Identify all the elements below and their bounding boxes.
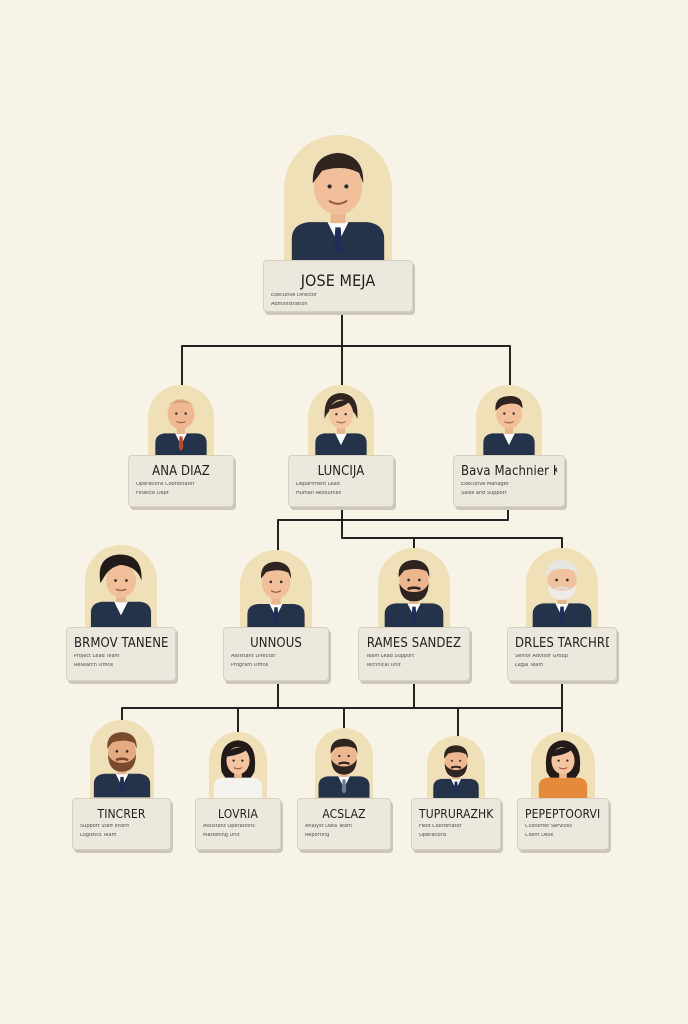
woman-long-hair-icon <box>535 732 591 798</box>
employee-role: Assistant Operations <box>203 824 255 829</box>
avatar-level2-4 <box>526 548 598 628</box>
employee-name: Bava Machnier Kl <box>461 464 557 479</box>
woman-long-hair-icon <box>210 732 266 798</box>
org-card-level1-1: ANA DIAZ Operations Coordinator Finance … <box>128 455 234 507</box>
org-node-level3-2[interactable]: LOVRIA Assistant Operations Marketing Un… <box>195 732 281 850</box>
avatar-level3-5 <box>531 732 595 798</box>
woman-short-hair-icon <box>311 385 371 455</box>
org-node-level2-1[interactable]: BRMOV TANENE Project Lead Team Research … <box>66 545 176 681</box>
employee-name: ACSLAZ <box>322 807 366 821</box>
avatar-level3-2 <box>209 732 267 798</box>
org-card-root: JOSE MEJA Executive Director Administrat… <box>263 260 413 312</box>
employee-name: UNNOUS <box>250 636 302 651</box>
employee-department: Operations <box>419 832 447 838</box>
employee-name: BRMOV TANENE <box>74 636 168 651</box>
org-node-level1-3[interactable]: Bava Machnier Kl Executive Manager Sales… <box>453 385 565 507</box>
employee-department: Sales and Support <box>461 490 507 496</box>
employee-role: Assistant Director <box>231 654 276 659</box>
employee-role: Team Lead Support <box>366 654 415 659</box>
avatar-level1-1 <box>148 385 214 455</box>
org-card-level3-5: PEPEPTOORVIG Customer Services Client De… <box>517 798 609 850</box>
bearded-man-icon <box>315 728 373 798</box>
avatar-level1-2 <box>308 385 374 455</box>
employee-department: Human Resources <box>296 490 342 496</box>
org-node-level1-1[interactable]: ANA DIAZ Operations Coordinator Finance … <box>128 385 234 507</box>
connector-level2-to-level3 <box>121 680 563 741</box>
org-card-level1-2: LUNCIJA Department Lead Human Resources <box>288 455 394 507</box>
employee-department: Administration <box>271 301 308 307</box>
employee-role: Analyst Data Team <box>305 824 352 829</box>
man-curly-hair-icon <box>86 545 156 627</box>
employee-role: Senior Advisor Group <box>515 654 568 659</box>
avatar-level2-1 <box>85 545 157 627</box>
employee-role: Department Lead <box>296 482 340 487</box>
employee-name: PEPEPTOORVIG <box>525 807 601 821</box>
org-node-level2-3[interactable]: RAMES SANDEZ Team Lead Support Technical… <box>358 548 470 681</box>
org-node-level3-4[interactable]: TUPRURAZHKU Field Coordinator Operations <box>411 736 501 850</box>
man-dark-hair-icon <box>243 550 309 628</box>
org-card-level3-1: TINCRER Support Staff Intern Logistics T… <box>72 798 171 850</box>
org-node-level3-5[interactable]: PEPEPTOORVIG Customer Services Client De… <box>517 732 609 850</box>
elderly-man-icon <box>528 548 596 628</box>
org-node-level1-2[interactable]: LUNCIJA Department Lead Human Resources <box>288 385 394 507</box>
employee-name: LUNCIJA <box>317 464 365 479</box>
employee-department: Client Desk <box>525 832 554 838</box>
young-man-icon <box>479 385 539 455</box>
org-node-root[interactable]: JOSE MEJA Executive Director Administrat… <box>263 135 413 312</box>
employee-department: Marketing Unit <box>203 832 240 838</box>
employee-name: RAMES SANDEZ <box>366 636 462 651</box>
employee-department: Finance Dept <box>136 490 169 496</box>
org-card-level3-2: LOVRIA Assistant Operations Marketing Un… <box>195 798 281 850</box>
org-card-level3-3: ACSLAZ Analyst Data Team Reporting <box>297 798 391 850</box>
employee-department: Legal Team <box>515 662 544 668</box>
employee-role: Operations Coordinator <box>136 482 195 487</box>
connector-root-to-level1 <box>181 311 511 391</box>
org-card-level2-2: UNNOUS Assistant Director Program Office <box>223 627 329 681</box>
bearded-man-icon <box>89 720 154 798</box>
avatar-level2-3 <box>378 548 450 628</box>
avatar-level1-3 <box>476 385 542 455</box>
connector-level1-to-level2 <box>277 505 563 561</box>
employee-department: Reporting <box>305 832 330 838</box>
org-card-level2-3: RAMES SANDEZ Team Lead Support Technical… <box>358 627 470 681</box>
avatar-level3-4 <box>427 736 485 798</box>
employee-department: Logistics Team <box>80 832 117 838</box>
employee-role: Executive Director <box>271 293 318 298</box>
bearded-man-icon <box>380 548 448 628</box>
employee-name: LOVRIA <box>218 807 258 821</box>
employee-name: ANA DIAZ <box>152 464 210 479</box>
org-node-level2-2[interactable]: UNNOUS Assistant Director Program Office <box>223 550 329 681</box>
employee-department: Research Office <box>74 662 114 668</box>
employee-name: JOSE MEJA <box>300 271 376 290</box>
org-card-level1-3: Bava Machnier Kl Executive Manager Sales… <box>453 455 565 507</box>
man-dark-hair-icon <box>285 135 391 261</box>
employee-role: Field Coordinator <box>419 824 462 829</box>
avatar-level3-3 <box>315 728 373 798</box>
org-node-level2-4[interactable]: DRLES TARCHRD Senior Advisor Group Legal… <box>507 548 617 681</box>
employee-role: Executive Manager <box>461 482 509 487</box>
employee-name: TINCRER <box>97 807 146 821</box>
org-node-level3-3[interactable]: ACSLAZ Analyst Data Team Reporting <box>297 728 391 850</box>
bearded-man-icon <box>430 736 482 798</box>
employee-department: Program Office <box>231 662 269 668</box>
org-card-level2-1: BRMOV TANENE Project Lead Team Research … <box>66 627 176 681</box>
employee-role: Project Lead Team <box>74 654 120 659</box>
avatar-level2-2 <box>240 550 312 628</box>
employee-role: Support Staff Intern <box>80 824 130 829</box>
employee-name: TUPRURAZHKU <box>419 807 493 821</box>
org-card-level2-4: DRLES TARCHRD Senior Advisor Group Legal… <box>507 627 617 681</box>
employee-name: DRLES TARCHRD <box>515 636 609 651</box>
avatar-root <box>284 135 392 261</box>
bald-man-icon <box>151 385 211 455</box>
employee-role: Customer Services <box>525 824 572 829</box>
org-card-level3-4: TUPRURAZHKU Field Coordinator Operations <box>411 798 501 850</box>
avatar-level3-1 <box>89 720 154 798</box>
org-node-level3-1[interactable]: TINCRER Support Staff Intern Logistics T… <box>72 720 171 850</box>
employee-department: Technical Unit <box>366 662 401 668</box>
